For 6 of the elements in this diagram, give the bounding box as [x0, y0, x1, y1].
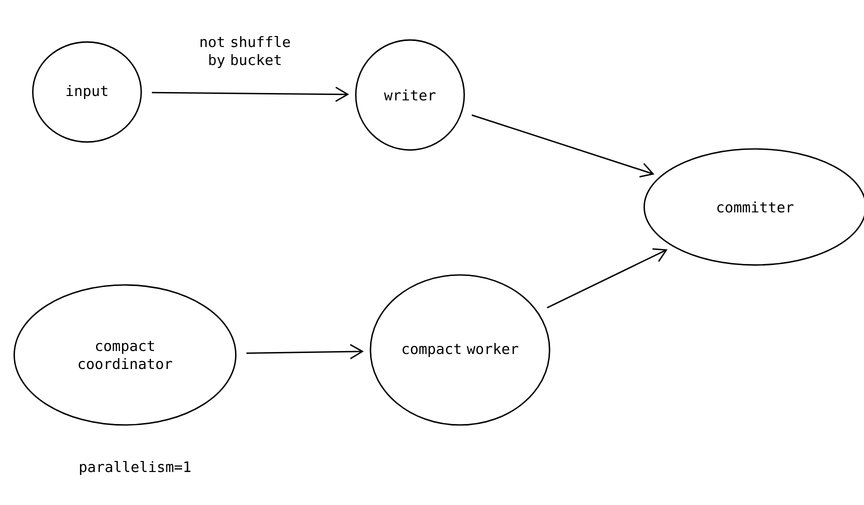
- arrow: [546, 248, 668, 308]
- node-caption: parallelism=1: [80, 460, 190, 475]
- edge-label: not shuffle by bucket: [200, 36, 290, 68]
- arrow: [472, 114, 654, 178]
- arrow: [152, 86, 350, 102]
- arrow: [246, 344, 364, 360]
